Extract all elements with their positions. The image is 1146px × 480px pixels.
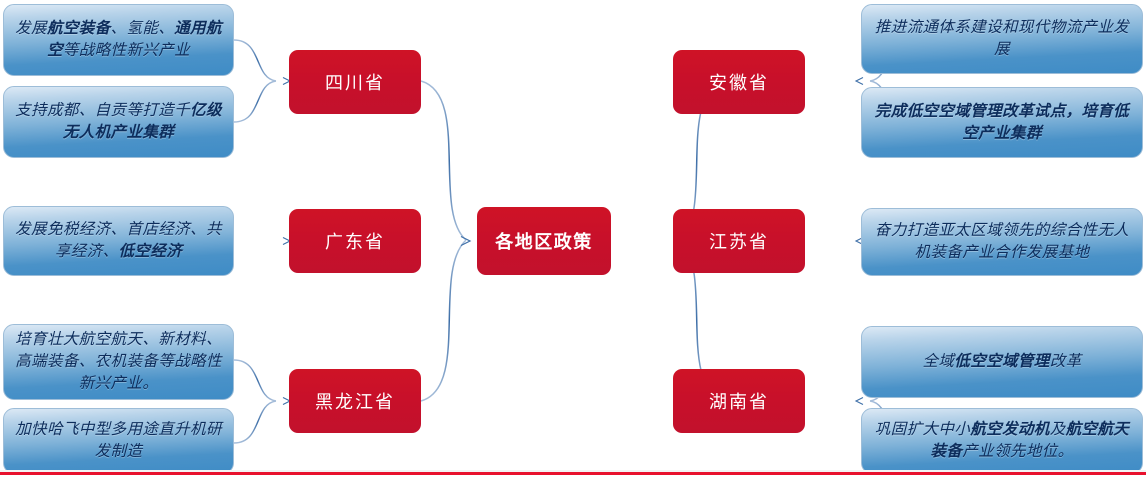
node-label-heilongjiang: 黑龙江省 bbox=[315, 392, 395, 412]
leaf-text-bold: 通用航空 bbox=[46, 20, 222, 59]
leaf-text-bold: 航空航天装备 bbox=[930, 421, 1130, 460]
leaf-text-jiangsu-1: 奋力打造亚太区域领先的综合性无人机装备产业合作发展基地 bbox=[874, 222, 1130, 261]
node-province-sichuan[interactable]: 四川省 bbox=[289, 50, 421, 114]
leaf-text-segment: 及 bbox=[1049, 421, 1066, 438]
brace-sichuan bbox=[233, 39, 292, 123]
leaf-text-segment: 支持成都、自贡等打造千 bbox=[15, 102, 191, 119]
node-label-center: 各地区政策 bbox=[495, 232, 593, 252]
leaf-box-hunan-1[interactable]: 全域低空空域管理改革 bbox=[861, 326, 1143, 398]
node-label-jiangsu: 江苏省 bbox=[709, 232, 769, 252]
leaf-text-segment: 全域 bbox=[922, 353, 955, 370]
leaf-text-bold: 航空发动机 bbox=[970, 421, 1050, 438]
leaf-box-anhui-2[interactable]: 完成低空空域管理改革试点，培育低空产业集群 bbox=[861, 87, 1143, 158]
brace-left-to-center bbox=[419, 80, 472, 402]
bottom-rule-red bbox=[0, 472, 1146, 475]
leaf-text-segment: 等战略性新兴产业 bbox=[62, 42, 191, 59]
node-province-anhui[interactable]: 安徽省 bbox=[673, 50, 805, 114]
leaf-box-anhui-1[interactable]: 推进流通体系建设和现代物流产业发展 bbox=[861, 4, 1143, 74]
leaf-text-segment: 产业领先地位。 bbox=[962, 443, 1074, 460]
node-province-guangdong[interactable]: 广东省 bbox=[289, 209, 421, 273]
leaf-text-sichuan-1: 发展航空装备、氢能、通用航空等战略性新兴产业 bbox=[13, 18, 224, 62]
leaf-text-bold: 低空经济 bbox=[118, 243, 183, 260]
leaf-text-segment: 、氢能、 bbox=[110, 20, 175, 37]
node-label-guangdong: 广东省 bbox=[325, 232, 385, 252]
leaf-text-anhui-1: 推进流通体系建设和现代物流产业发展 bbox=[874, 19, 1130, 58]
leaf-box-jiangsu-1[interactable]: 奋力打造亚太区域领先的综合性无人机装备产业合作发展基地 bbox=[861, 208, 1143, 276]
leaf-text-segment: 发展免税经济、首店经济、共享经济、 bbox=[15, 221, 222, 260]
leaf-text-heilongjiang-1: 培育壮大航空航天、新材料、高端装备、农机装备等战略性新兴产业。 bbox=[15, 331, 222, 392]
leaf-box-heilongjiang-2[interactable]: 加快哈飞中型多用途直升机研发制造 bbox=[3, 408, 234, 474]
node-province-jiangsu[interactable]: 江苏省 bbox=[673, 209, 805, 273]
leaf-text-segment: 改革 bbox=[1049, 353, 1082, 370]
brace-heilongjiang bbox=[233, 359, 292, 444]
leaf-text-hunan-1: 全域低空空域管理改革 bbox=[871, 351, 1133, 373]
leaf-text-anhui-2: 完成低空空域管理改革试点，培育低空产业集群 bbox=[871, 101, 1133, 145]
bottom-rule-spacer bbox=[0, 470, 1146, 472]
leaf-text-guangdong-1: 发展免税经济、首店经济、共享经济、低空经济 bbox=[13, 219, 224, 263]
leaf-box-sichuan-1[interactable]: 发展航空装备、氢能、通用航空等战略性新兴产业 bbox=[3, 4, 234, 76]
node-label-sichuan: 四川省 bbox=[325, 73, 385, 93]
connector-guangdong bbox=[234, 237, 292, 245]
leaf-text-bold: 低空空域管理 bbox=[954, 353, 1050, 370]
leaf-box-guangdong-1[interactable]: 发展免税经济、首店经济、共享经济、低空经济 bbox=[3, 206, 234, 276]
leaf-text-segment: 巩固扩大中小 bbox=[874, 421, 971, 438]
leaf-text-segment: 发展 bbox=[15, 20, 47, 37]
leaf-box-heilongjiang-1[interactable]: 培育壮大航空航天、新材料、高端装备、农机装备等战略性新兴产业。 bbox=[3, 324, 234, 400]
node-province-hunan[interactable]: 湖南省 bbox=[673, 369, 805, 433]
leaf-text-bold: 亿级无人机产业集群 bbox=[62, 102, 222, 141]
node-center-policy[interactable]: 各地区政策 bbox=[477, 207, 611, 275]
node-province-heilongjiang[interactable]: 黑龙江省 bbox=[289, 369, 421, 433]
leaf-text-heilongjiang-2: 加快哈飞中型多用途直升机研发制造 bbox=[15, 421, 222, 460]
leaf-text-hunan-2: 巩固扩大中小航空发动机及航空航天装备产业领先地位。 bbox=[871, 419, 1133, 463]
leaf-text-sichuan-2: 支持成都、自贡等打造千亿级无人机产业集群 bbox=[13, 100, 224, 144]
leaf-text-bold: 完成低空空域管理改革试点，培育低空产业集群 bbox=[874, 102, 1130, 142]
leaf-box-sichuan-2[interactable]: 支持成都、自贡等打造千亿级无人机产业集群 bbox=[3, 86, 234, 158]
node-label-hunan: 湖南省 bbox=[709, 392, 769, 412]
node-label-anhui: 安徽省 bbox=[709, 73, 769, 93]
leaf-text-bold: 航空装备 bbox=[46, 20, 111, 37]
leaf-box-hunan-2[interactable]: 巩固扩大中小航空发动机及航空航天装备产业领先地位。 bbox=[861, 408, 1143, 474]
